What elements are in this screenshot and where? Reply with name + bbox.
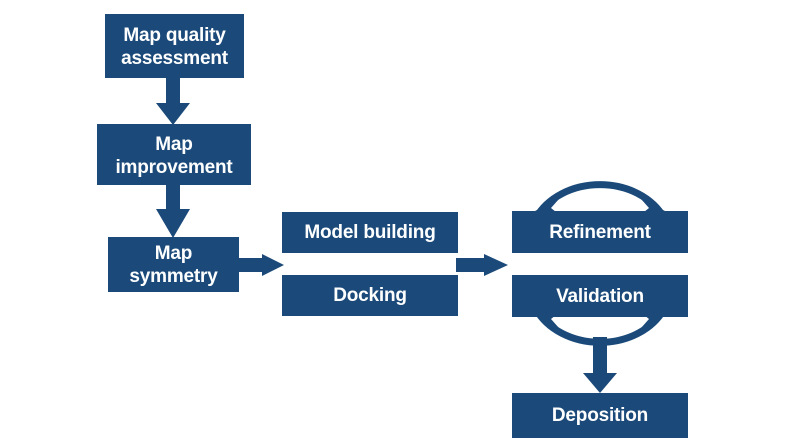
node-deposition[interactable]: Deposition	[512, 393, 688, 438]
arrow-cycle-to-deposition	[583, 337, 617, 393]
node-refinement[interactable]: Refinement	[512, 211, 688, 253]
node-docking[interactable]: Docking	[282, 275, 458, 316]
node-label-map-symmetry-line1: Map	[155, 243, 192, 264]
node-label-docking: Docking	[333, 285, 407, 306]
arrow-symmetry-to-building	[237, 254, 284, 276]
node-label-deposition: Deposition	[552, 405, 648, 426]
node-label-map-improvement-line2: improvement	[115, 157, 233, 178]
node-map-improvement[interactable]: Map improvement	[97, 124, 251, 185]
node-label-refinement: Refinement	[549, 222, 651, 243]
node-label-map-quality-assessment-line2: assessment	[121, 48, 229, 69]
node-map-quality-assessment[interactable]: Map quality assessment	[105, 14, 244, 78]
arrow-improvement-to-symmetry	[156, 184, 190, 238]
node-label-map-symmetry-line2: symmetry	[129, 266, 218, 287]
node-validation[interactable]: Validation	[512, 275, 688, 317]
arrow-quality-to-improvement	[156, 76, 190, 125]
node-map-symmetry[interactable]: Map symmetry	[108, 237, 239, 292]
node-label-map-improvement-line1: Map	[155, 134, 192, 155]
node-label-map-quality-assessment-line1: Map quality	[123, 25, 226, 46]
node-label-validation: Validation	[556, 286, 644, 307]
node-model-building[interactable]: Model building	[282, 212, 458, 253]
node-label-model-building: Model building	[304, 222, 435, 243]
arrow-building-to-refinement	[456, 254, 508, 276]
